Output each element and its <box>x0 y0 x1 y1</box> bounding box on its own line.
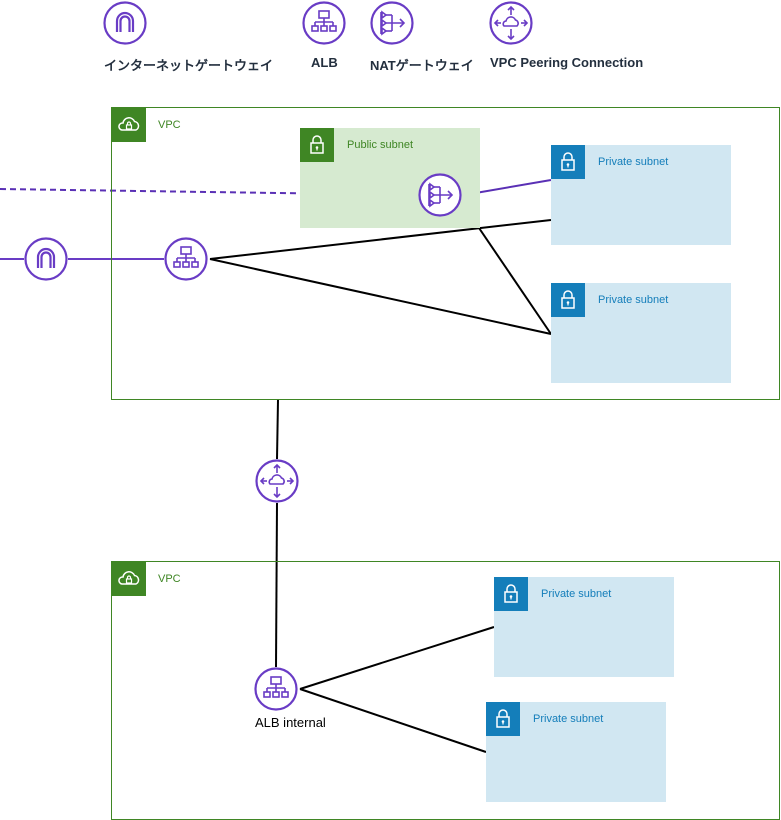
legend-nat-icon <box>370 1 414 45</box>
lock-icon <box>551 283 585 317</box>
private-subnet-bottom-1: Private subnet <box>494 577 674 677</box>
alb-icon <box>164 237 208 281</box>
lock-icon <box>551 145 585 179</box>
private-subnet-top-2: Private subnet <box>551 283 731 383</box>
vpc-cloud-icon <box>112 108 146 142</box>
lock-icon <box>486 702 520 736</box>
vpc-bottom-label: VPC <box>158 573 181 585</box>
private-subnet-label: Private subnet <box>541 588 612 600</box>
private-subnet-top-1: Private subnet <box>551 145 731 245</box>
legend-peering-icon <box>489 1 533 45</box>
vpc-to-peering-line <box>276 399 279 460</box>
vpc-bottom-container: VPC <box>111 561 780 820</box>
private-subnet-label: Private subnet <box>598 294 669 306</box>
alb-to-private-subnet-1-line <box>209 219 552 260</box>
legend-peering-label: VPC Peering Connection <box>490 55 644 70</box>
internet-gateway-icon <box>24 237 68 281</box>
legend-igw-icon <box>103 1 147 45</box>
private-subnet-label: Private subnet <box>598 156 669 168</box>
alb-to-private-subnet-2-line <box>209 258 552 335</box>
vpc-top-container: VPC <box>111 107 780 400</box>
alb-internal-to-private-subnet-1-line <box>299 626 495 690</box>
lock-icon <box>494 577 528 611</box>
peering-to-alb-internal-line <box>275 502 278 668</box>
nat-gateway-icon <box>418 173 462 217</box>
lock-icon <box>300 128 334 162</box>
private-subnet-label: Private subnet <box>533 713 604 725</box>
legend-alb-label: ALB <box>311 55 338 70</box>
legend-igw-label: インターネットゲートウェイ <box>104 58 274 73</box>
vpc-peering-icon <box>255 459 299 503</box>
legend-alb-icon <box>302 1 346 45</box>
public-subnet-label: Public subnet <box>347 139 414 151</box>
private-subnet-bottom-2: Private subnet <box>486 702 666 802</box>
vpc-cloud-icon <box>112 562 146 596</box>
vpc-top-label: VPC <box>158 119 181 131</box>
alb-internal-caption: ALB internal <box>255 715 326 730</box>
legend-nat-label: NATゲートウェイ <box>370 58 474 73</box>
alb-internal-to-private-subnet-2-line <box>299 688 487 753</box>
alb-internal-icon <box>254 667 298 711</box>
